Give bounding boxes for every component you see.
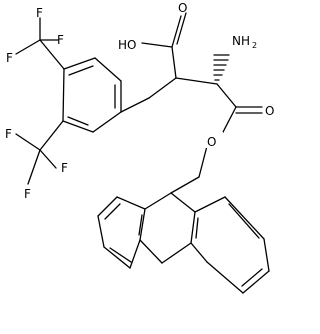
ester-oxygen-label: O bbox=[207, 135, 216, 149]
acid-oxygen-label: O bbox=[178, 1, 187, 15]
fluorine-label-4: F bbox=[5, 127, 12, 141]
ester-oxygen-mask bbox=[205, 132, 223, 148]
cf3-bottom bbox=[15, 120, 64, 185]
amine-subscript: 2 bbox=[252, 41, 257, 50]
fluorene-five-ring bbox=[139, 192, 196, 264]
molecule-structure-diagram: F F F F F F HO O NH 2 O O bbox=[5, 1, 274, 294]
fluorene-right-ring bbox=[190, 196, 270, 294]
hydroxyl-label: HO bbox=[118, 38, 136, 52]
fluorene-left-ring bbox=[97, 196, 146, 269]
amine-label: NH bbox=[232, 34, 250, 48]
cf3-top bbox=[15, 17, 65, 70]
fluorine-label-3: F bbox=[57, 33, 64, 47]
fluorine-label-2: F bbox=[6, 51, 13, 65]
aryl-ring bbox=[62, 57, 122, 133]
fluorine-label-5: F bbox=[61, 161, 68, 175]
backbone-bonds bbox=[120, 12, 263, 194]
fluorine-label-1: F bbox=[36, 6, 43, 20]
fluorine-label-6: F bbox=[24, 187, 31, 201]
carbonyl-oxygen-label: O bbox=[265, 104, 274, 118]
stereo-hash-bond bbox=[213, 54, 230, 81]
